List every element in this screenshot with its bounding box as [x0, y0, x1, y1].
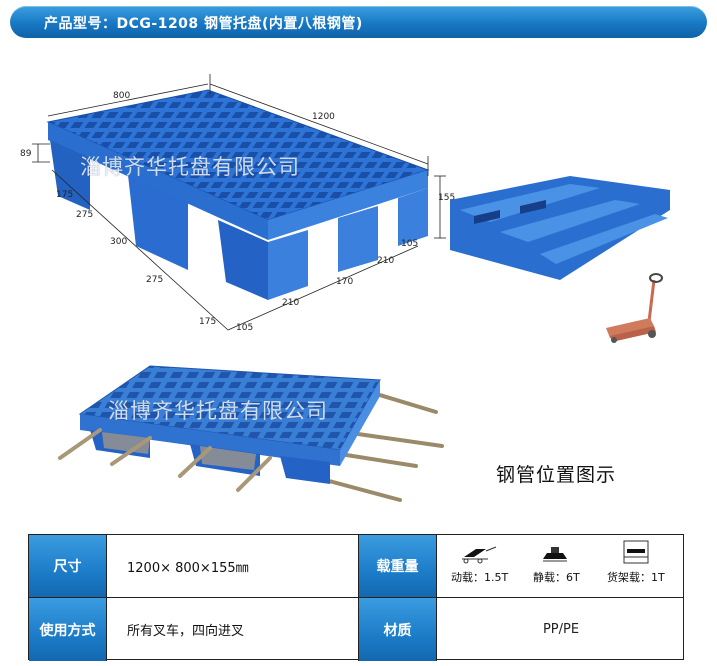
dim-275-b: 275 — [146, 275, 164, 285]
spec-row-size: 尺寸 1200× 800×155㎜ 载重量 动载：1.5T — [29, 535, 683, 597]
dim-300: 300 — [110, 237, 128, 247]
load-rack-label: 货架载：1T — [607, 571, 665, 584]
spec-row-usage: 使用方式 所有叉车，四向进叉 材质 PP/PE — [29, 598, 683, 661]
load-dynamic-label: 动载：1.5T — [451, 571, 509, 584]
dim-210-a: 210 — [377, 256, 395, 266]
dim-175-b: 175 — [199, 317, 217, 327]
spec-row-divider — [29, 597, 683, 598]
static-load-icon — [543, 547, 568, 562]
dim-89: 89 — [20, 149, 32, 159]
usage-label: 使用方式 — [29, 598, 107, 661]
product-title: 产品型号：DCG-1208 钢管托盘(内置八根钢管) — [44, 16, 363, 32]
dim-105-a: 105 — [401, 239, 419, 249]
dim-105-b: 105 — [236, 323, 254, 333]
tube-position-caption: 钢管位置图示 — [496, 464, 617, 486]
size-value: 1200× 800×155㎜ — [107, 535, 359, 597]
company-watermark-top: 淄博齐华托盘有限公司 — [80, 155, 300, 179]
material-value: PP/PE — [542, 622, 580, 637]
dim-800: 800 — [113, 91, 131, 101]
dim-170: 170 — [336, 277, 354, 287]
pallet-top-view-image — [32, 74, 446, 331]
load-static: 静载：6T — [533, 543, 580, 585]
hand-pallet-truck-image — [606, 273, 663, 343]
dim-210-b: 210 — [282, 298, 300, 308]
load-values: 动载：1.5T 静载：6T 货架载：1T — [437, 535, 685, 597]
spec-table: 尺寸 1200× 800×155㎜ 载重量 动载：1.5T — [28, 534, 684, 661]
load-dynamic: 动载：1.5T — [451, 543, 508, 585]
load-static-label: 静载：6T — [533, 571, 580, 584]
dim-275-a: 275 — [76, 210, 94, 220]
dynamic-load-icon — [461, 546, 496, 564]
pallet-steel-tube-image — [58, 365, 444, 502]
usage-value: 所有叉车，四向进叉 — [107, 598, 359, 661]
dim-1200: 1200 — [312, 112, 335, 122]
dim-175-a: 175 — [56, 190, 74, 200]
dim-155: 155 — [438, 193, 456, 203]
pallet-bottom-view-image — [450, 176, 670, 280]
load-label: 载重量 — [359, 535, 437, 597]
size-label: 尺寸 — [29, 535, 107, 597]
header-banner: 产品型号：DCG-1208 钢管托盘(内置八根钢管) — [10, 6, 707, 38]
company-watermark-bottom: 淄博齐华托盘有限公司 — [108, 399, 328, 423]
load-rack: 货架载：1T — [607, 539, 665, 585]
material-label: 材质 — [359, 598, 437, 661]
rack-load-icon — [623, 540, 649, 564]
